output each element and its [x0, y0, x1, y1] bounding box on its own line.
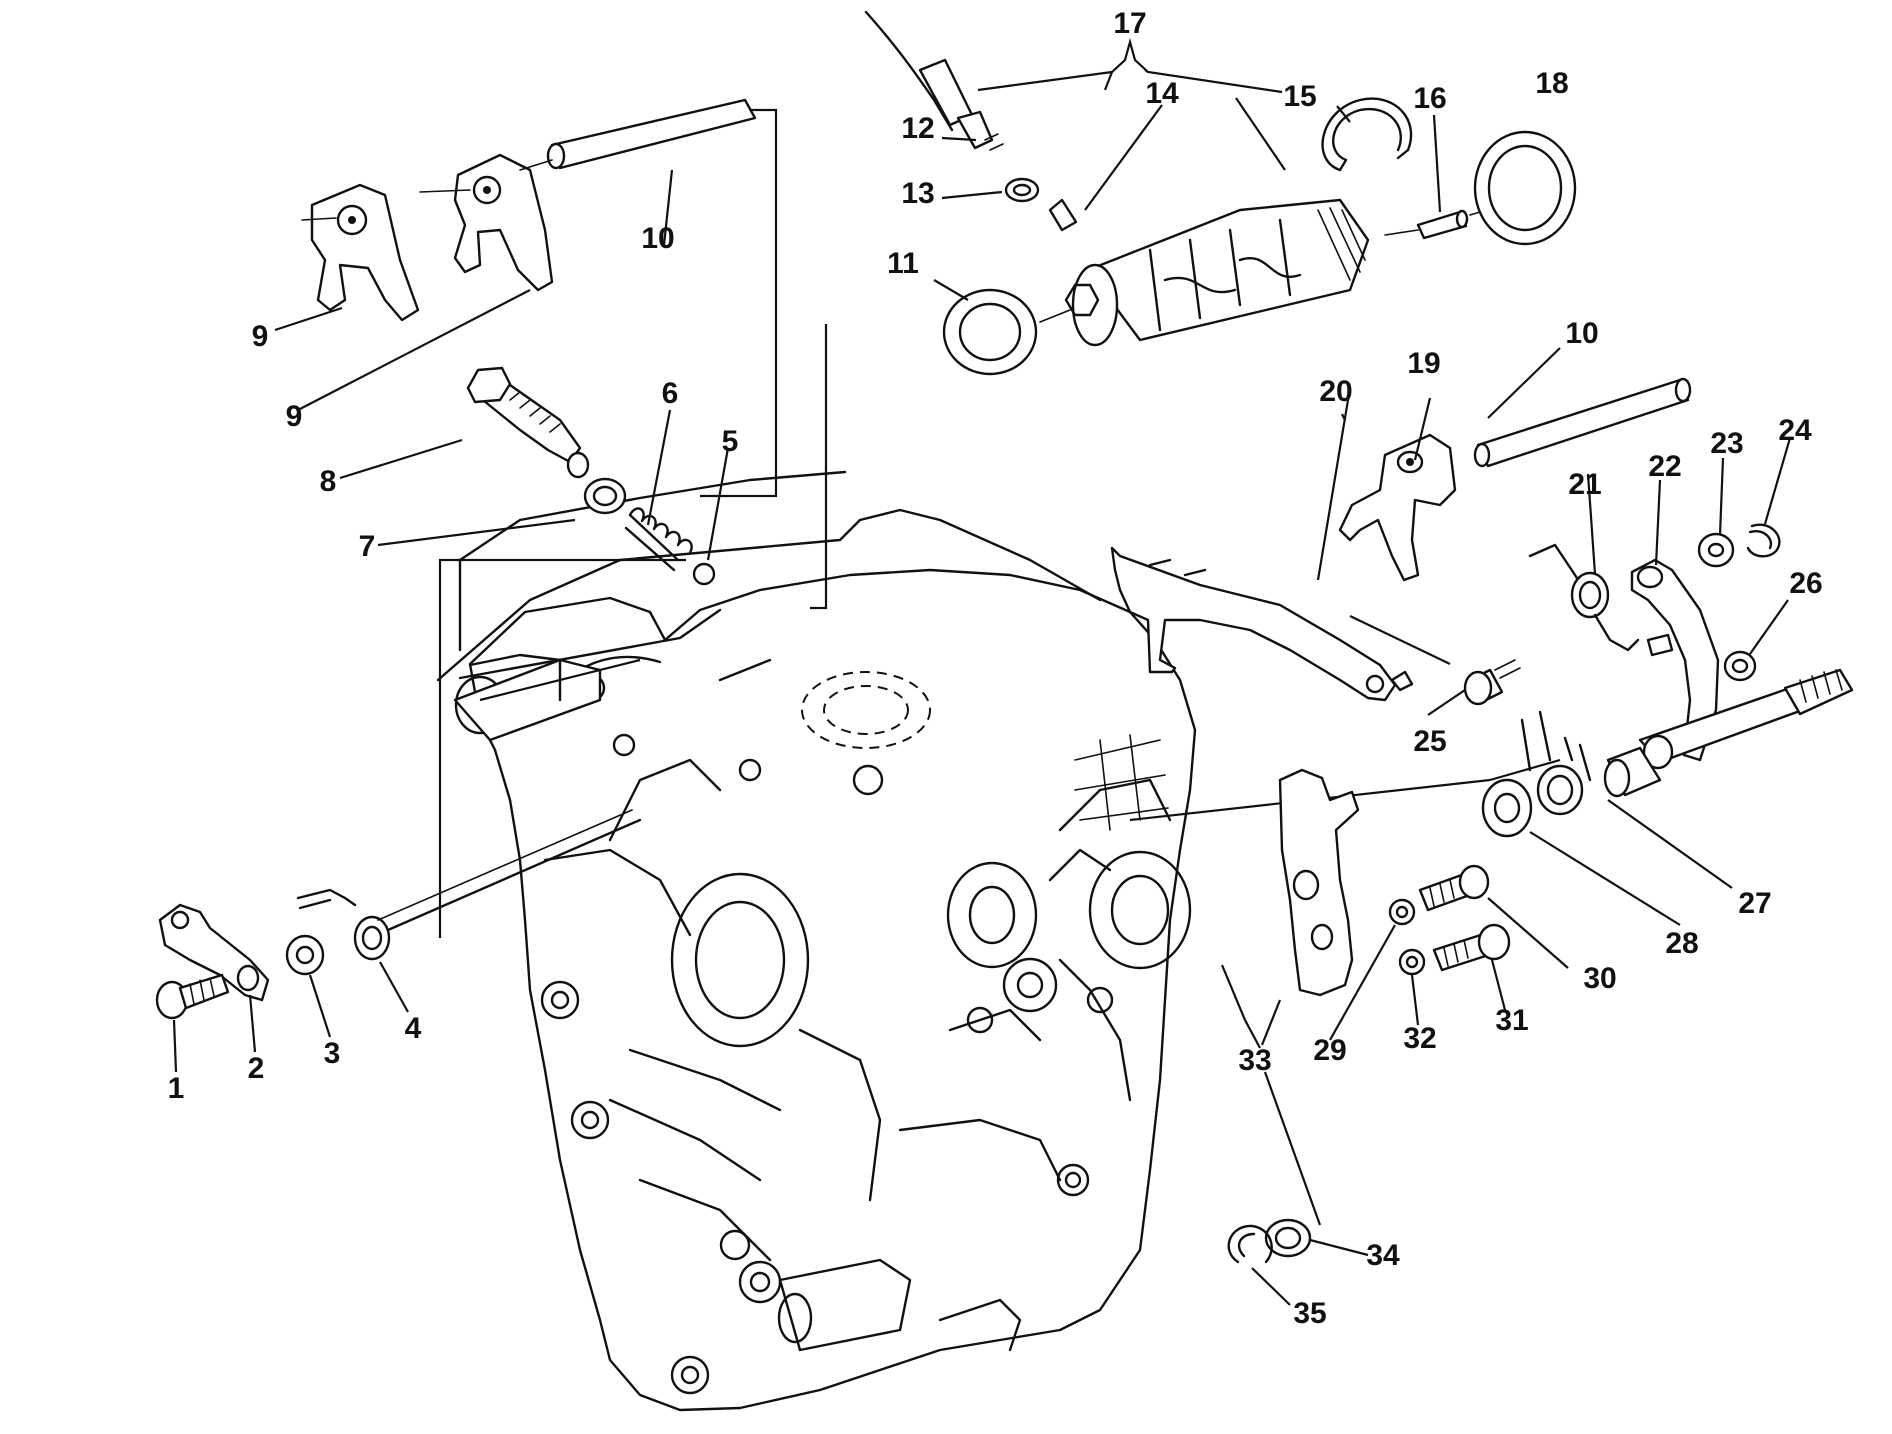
callout-32: 32	[1403, 1022, 1436, 1055]
callout-27: 27	[1738, 887, 1771, 920]
part-bolt-25	[1463, 659, 1521, 706]
part-washer-13	[1004, 177, 1040, 203]
callout-7: 7	[359, 530, 376, 563]
callout-leaders	[172, 97, 1792, 1306]
callout-9a: 9	[252, 320, 269, 353]
part-nut-26	[1723, 650, 1757, 682]
part-selector-22	[1630, 558, 1720, 762]
part-spring-21	[1528, 543, 1640, 652]
callout-16: 16	[1413, 82, 1446, 115]
callout-4: 4	[405, 1012, 422, 1045]
assembly-lines	[438, 37, 1561, 938]
part-plate-33	[1278, 768, 1360, 997]
part-washer-32	[1398, 948, 1426, 976]
callout-31: 31	[1495, 1004, 1528, 1037]
part-shift-fork-19	[1338, 433, 1457, 582]
callout-24: 24	[1778, 414, 1812, 447]
callout-25: 25	[1413, 725, 1446, 758]
part-washer-29	[1388, 898, 1416, 926]
part-rod-top	[546, 98, 757, 170]
callout-22: 22	[1648, 450, 1681, 483]
part-sensor-12	[864, 10, 1004, 151]
part-shift-fork-b	[419, 153, 554, 292]
callout-30: 30	[1583, 962, 1616, 995]
part-ring-18	[1473, 130, 1577, 246]
callout-23: 23	[1710, 427, 1743, 460]
callout-3: 3	[324, 1037, 341, 1070]
callout-13: 13	[901, 177, 934, 210]
callout-2: 2	[248, 1052, 265, 1085]
callout-11: 11	[887, 247, 919, 280]
part-plate-2	[158, 903, 270, 1002]
callout-26: 26	[1789, 567, 1822, 600]
callout-17: 17	[1113, 7, 1146, 40]
callout-28: 28	[1665, 927, 1698, 960]
part-screw-1	[155, 973, 230, 1020]
callout-5: 5	[722, 425, 739, 458]
part-lever-20	[1110, 546, 1414, 702]
callout-35: 35	[1293, 1297, 1326, 1330]
part-circlip-15	[1321, 97, 1413, 172]
part-washer-11	[942, 288, 1038, 376]
callout-10b: 10	[1565, 317, 1598, 350]
part-washer-28	[1481, 778, 1533, 838]
callout-labels: 1 2 3 4 5 6 7 8 9 9 10 10 11 12 13 14 15…	[168, 7, 1823, 1330]
part-ball-5	[692, 562, 716, 586]
part-pin-14	[1048, 198, 1078, 232]
part-spring-4	[296, 809, 642, 961]
callout-29: 29	[1313, 1034, 1346, 1067]
part-washer-23	[1697, 532, 1735, 568]
callout-6: 6	[662, 377, 679, 410]
part-screw-31	[1432, 923, 1511, 972]
part-washer-34	[1264, 1218, 1312, 1258]
callout-10a: 10	[641, 222, 674, 255]
crankcase	[436, 470, 1197, 1412]
part-circlip-24	[1746, 523, 1781, 558]
callout-34: 34	[1366, 1239, 1400, 1272]
part-circlip-35	[1227, 1224, 1273, 1264]
part-washer-7	[583, 477, 627, 515]
part-screw-30	[1418, 864, 1490, 912]
callout-33: 33	[1238, 1044, 1271, 1077]
part-bolt-8	[466, 366, 590, 479]
callout-21: 21	[1568, 468, 1601, 501]
callout-18: 18	[1535, 67, 1568, 100]
callout-15: 15	[1283, 80, 1316, 113]
callout-1: 1	[168, 1072, 185, 1105]
part-washer-3	[285, 934, 325, 976]
part-rod-right	[1473, 377, 1692, 468]
part-shaft-27	[1520, 668, 1854, 816]
callout-9b: 9	[286, 400, 303, 433]
callout-8: 8	[320, 465, 337, 498]
part-shift-fork-a	[301, 183, 420, 322]
callout-12: 12	[901, 112, 934, 145]
callout-19: 19	[1407, 347, 1440, 380]
callout-20: 20	[1319, 375, 1352, 408]
part-shift-drum-17	[1039, 198, 1370, 347]
part-spring-6	[624, 507, 693, 572]
callout-14: 14	[1145, 77, 1179, 110]
